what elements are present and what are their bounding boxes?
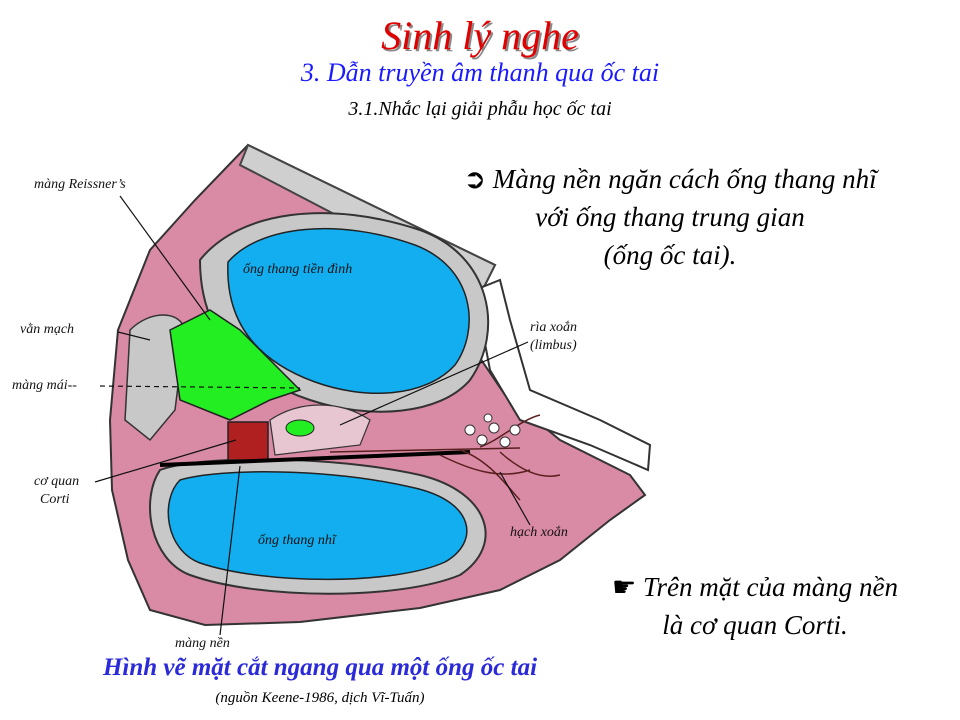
nerve-channel <box>473 278 652 472</box>
scala-media-green <box>169 309 302 421</box>
section-heading: 3.1.Nhắc lại giải phẫu học ốc tai <box>348 98 612 120</box>
slide-title: Sinh lý nghe <box>381 13 579 58</box>
note1-line-3: (ống ốc tai). <box>603 240 737 270</box>
label-reissner: màng Reissner’s <box>34 177 126 192</box>
scala-tympani <box>167 471 468 581</box>
figure-caption: Hình vẽ mặt cắt ngang qua một ống ốc tai <box>102 654 538 681</box>
pointing-hand-icon: ☛ <box>612 572 637 602</box>
label-van-mach: vằn mạch <box>20 322 75 337</box>
scala-vestibuli <box>227 227 470 395</box>
slide-subtitle: 3. Dẫn truyền âm thanh qua ốc tai <box>300 58 660 87</box>
label-mang-mai: màng mái-- <box>12 378 77 393</box>
figure-source: (nguồn Keene-1986, dịch Vĩ-Tuấn) <box>215 690 425 706</box>
label-mang-nen: màng nền <box>175 636 230 651</box>
label-limbus: (limbus) <box>530 338 577 353</box>
label-hach-xoan: hạch xoắn <box>510 525 568 540</box>
note2-line-2: là cơ quan Corti. <box>662 610 848 640</box>
label-ria-xoan: rìa xoắn <box>530 320 578 335</box>
tectorial-tip <box>285 419 315 437</box>
leader-mang-nen <box>219 465 241 636</box>
leader-reissner <box>119 195 211 321</box>
note-organ-of-corti: ☛ Trên mặt của màng nền là cơ quan Corti… <box>560 568 950 644</box>
label-tien-dinh: ống thang tiền đình <box>243 262 353 277</box>
basilar-membrane <box>159 450 471 467</box>
label-thang-nhi: ống thang nhĩ <box>258 533 336 548</box>
label-corti: Corti <box>40 492 70 507</box>
leader-mang-mai <box>99 385 301 389</box>
label-co-quan: cơ quan <box>34 474 80 489</box>
note-basilar-membrane: ➲ Màng nền ngăn cách ống thang nhĩ với ố… <box>400 160 940 274</box>
arrow-bullet-icon: ➲ <box>463 164 486 194</box>
leader-hach-xoan <box>499 471 531 526</box>
note2-line-1: ☛ Trên mặt của màng nền <box>612 572 898 602</box>
leader-van-mach <box>117 331 151 341</box>
note1-line-2: với ống thang trung gian <box>535 202 805 232</box>
leader-co-quan <box>94 439 237 483</box>
stria-vascularis <box>124 314 186 442</box>
ganglion-cells <box>464 413 521 448</box>
leader-ria-xoan <box>339 341 529 426</box>
note1-line-1: ➲ Màng nền ngăn cách ống thang nhĩ <box>463 164 877 194</box>
limbus-tissue <box>269 404 371 456</box>
